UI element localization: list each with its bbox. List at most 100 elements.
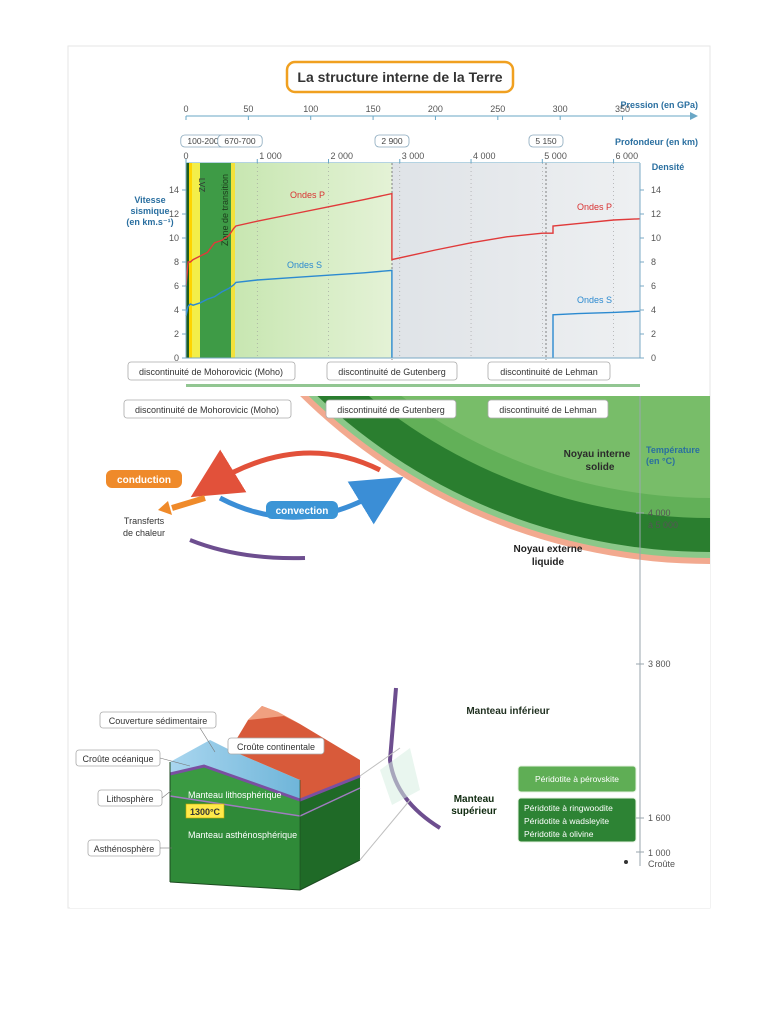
velocity-tick-label: 4 <box>174 305 179 315</box>
depth-box-label: 100-200 <box>187 136 218 146</box>
depth-box-label: 670-700 <box>224 136 255 146</box>
page-title: La structure interne de la Terre <box>297 69 502 85</box>
conduction-badge <box>106 470 182 488</box>
perovskite-label: Péridotite à pérovskite <box>535 774 619 784</box>
pressure-tick-label: 350 <box>615 104 630 114</box>
velocity-axis-label-3: (en km.s⁻¹) <box>126 217 173 227</box>
depth-tick-label: 6 000 <box>616 151 639 161</box>
ringwoodite-label: Péridotite à ringwoodite <box>524 803 613 813</box>
oceanic-crust-label: Croûte océanique <box>82 754 153 764</box>
pressure-tick-label: 200 <box>428 104 443 114</box>
outer-core-label-2: liquide <box>532 557 565 568</box>
density-tick-label: 2 <box>651 329 656 339</box>
upper-rocks-box <box>517 797 637 843</box>
pressure-tick-label: 50 <box>243 104 253 114</box>
lower-mantle-label: Manteau inférieur <box>466 706 549 717</box>
heat-transfer-label-2: de chaleur <box>123 528 165 538</box>
depth-tick-label: 5 000 <box>544 151 567 161</box>
moho-label-bottom: discontinuité de Mohorovicic (Moho) <box>135 405 279 415</box>
lithosphere-label: Lithosphère <box>106 794 153 804</box>
discontinuity-row-bottom: discontinuité de Mohorovicic (Moho) disc… <box>123 399 609 419</box>
upper-mantle-label-1: Manteau <box>454 794 495 805</box>
velocity-axis-label-1: Vitesse <box>134 195 165 205</box>
lvz-band <box>192 163 200 358</box>
velocity-tick-label: 2 <box>174 329 179 339</box>
velocity-tick-label: 10 <box>169 233 179 243</box>
pressure-tick-label: 0 <box>183 104 188 114</box>
velocity-tick-label: 12 <box>169 209 179 219</box>
inner-core-label-2: solide <box>586 462 615 473</box>
temperature-label-2: (en °C) <box>646 456 675 466</box>
pressure-tick-label: 300 <box>553 104 568 114</box>
s-waves-line <box>185 269 641 358</box>
depth-box <box>528 134 564 148</box>
chart-plot: LVZ Zone de transition Ondes P Ondes P O… <box>185 163 641 360</box>
discontinuity-row-top: discontinuité de Mohorovicic (Moho) disc… <box>127 361 611 381</box>
wadsleyite-label: Péridotite à wadsleyite <box>524 816 609 826</box>
temperature-label-1: Température <box>646 445 700 455</box>
temp-1600: 1 600 <box>648 813 671 823</box>
convection-arrow-top <box>190 449 382 498</box>
subducting-slab-1 <box>189 538 306 561</box>
density-tick-label: 12 <box>651 209 661 219</box>
temp-3800: 3 800 <box>648 659 671 669</box>
depth-axis-label: Profondeur (en km) <box>615 137 698 147</box>
sedimentary-cover-label: Couverture sédimentaire <box>109 716 208 726</box>
density-tick-label: 4 <box>651 305 656 315</box>
temp-1300-label: 1300°C <box>190 807 221 817</box>
crust-label: Croûte <box>648 859 675 869</box>
pressure-axis-label: Pression (en GPa) <box>620 100 698 110</box>
temp-4000: 4 000 <box>648 508 671 518</box>
velocity-tick-label: 0 <box>174 353 179 363</box>
depth-box-label: 2 900 <box>381 136 403 146</box>
depth-tick-label: 4 000 <box>473 151 496 161</box>
depth-box <box>217 134 263 148</box>
depth-axis: Profondeur (en km) 0 1 000 2 000 3 000 4 000… <box>180 134 698 166</box>
perovskite-box <box>517 765 637 793</box>
depth-tick-label: 2 000 <box>331 151 354 161</box>
heat-transfer-arrow <box>171 495 206 511</box>
pressure-tick-label: 250 <box>490 104 505 114</box>
s-waves-label-core: Ondes S <box>577 295 612 305</box>
depth-box <box>374 134 410 148</box>
crust-band <box>186 163 189 358</box>
asthenosphere-label: Asthénosphère <box>94 844 155 854</box>
velocity-tick-label: 14 <box>169 185 179 195</box>
asthenospheric-mantle-label: Manteau asthénosphérique <box>188 830 297 840</box>
lvz-label: LVZ <box>197 178 206 192</box>
block-diagram: 1300°C Manteau lithosphérique Manteau as… <box>75 706 411 891</box>
outer-core-label-1: Noyau externe <box>514 544 583 555</box>
conduction-label: conduction <box>117 475 171 486</box>
upper-mantle-label-2: supérieur <box>451 806 497 817</box>
transition-zone-band <box>200 163 232 358</box>
pressure-tick-label: 100 <box>303 104 318 114</box>
depth-tick-label: 0 <box>183 151 188 161</box>
pressure-tick-label: 150 <box>366 104 381 114</box>
density-tick-label: 14 <box>651 185 661 195</box>
density-tick-label: 8 <box>651 257 656 267</box>
moho-band <box>189 163 192 358</box>
velocity-axis-label-2: sismique <box>130 206 169 216</box>
density-tick-label: 0 <box>651 353 656 363</box>
depth-tick-label: 1 000 <box>259 151 282 161</box>
temperature-axis: Température (en °C) 4 000 à 5 000 3 800 … <box>624 396 700 869</box>
p-waves-label-core: Ondes P <box>577 202 612 212</box>
gutenberg-label-top: discontinuité de Gutenberg <box>338 367 446 377</box>
zoom-window <box>380 748 420 805</box>
olivine-label: Péridotite à olivine <box>524 829 594 839</box>
density-tick-label: 6 <box>651 281 656 291</box>
depth-tick-label: 3 000 <box>402 151 425 161</box>
lower-mantle-light <box>401 396 710 498</box>
p-waves-label-mantle: Ondes P <box>290 190 325 200</box>
pressure-axis: Pression (en GPa) 0 50 100 150 200 250 300 350 <box>183 100 698 120</box>
temp-5000: à 5 000 <box>648 520 678 530</box>
lehman-label-bottom: discontinuité de Lehman <box>499 405 597 415</box>
lehman-label-top: discontinuité de Lehman <box>500 367 598 377</box>
heat-transfer-label-1: Transferts <box>124 516 165 526</box>
p-waves-line <box>185 192 641 287</box>
gutenberg-label-bottom: discontinuité de Gutenberg <box>337 405 445 415</box>
moho-label-top: discontinuité de Mohorovicic (Moho) <box>139 367 283 377</box>
